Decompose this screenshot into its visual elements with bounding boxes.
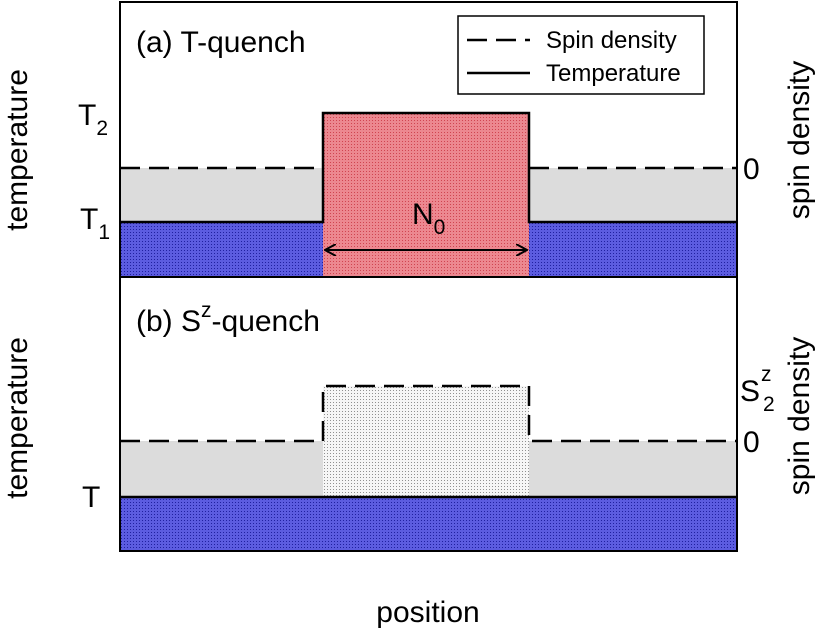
panel-b-title: (b) Sz-quench (136, 299, 320, 338)
x-axis-label: position (376, 596, 479, 629)
panel-b-t-label: T (82, 481, 100, 514)
panel-a-cold-region-right (529, 222, 737, 277)
panel-b-left-axis-label: temperature (1, 337, 34, 499)
panel-a: N0 (a) T-quench Spin density Temperature… (78, 15, 760, 277)
panel-a-temperature-line (120, 111, 737, 224)
legend-spin-density-label: Spin density (546, 27, 677, 54)
panel-a-left-axis-label: temperature (1, 69, 34, 231)
panel-a-hot-region (323, 113, 529, 277)
legend-temperature-label: Temperature (546, 60, 681, 87)
t1-label: T1 (80, 203, 110, 244)
panel-a-title: (a) T-quench (136, 26, 306, 59)
legend: Spin density Temperature (457, 15, 705, 95)
panel-a-zero-label: 0 (743, 153, 760, 186)
panel-a-gray-band-right (529, 168, 737, 222)
legend-box (457, 15, 705, 95)
panel-a-cold-region-left (120, 222, 323, 277)
panel-a-gray-band-left (120, 168, 323, 222)
s2z-label-sub: 2 (763, 393, 775, 416)
s2z-label-main: S (740, 375, 760, 408)
s2z-label-sup: z (761, 363, 772, 386)
panel-b-zero-label: 0 (743, 426, 760, 459)
panel-b-right-axis-label: spin density (783, 337, 816, 495)
panel-b-cold-region (120, 497, 737, 551)
panel-b-excess-spin-region (323, 386, 529, 497)
panel-a-right-axis-label: spin density (783, 61, 816, 219)
panel-b-spin-density-line (120, 384, 737, 443)
n0-label: N0 (412, 198, 445, 239)
t2-label: T2 (78, 99, 108, 140)
panel-b: (b) Sz-quench T S z 2 0 (82, 299, 775, 551)
